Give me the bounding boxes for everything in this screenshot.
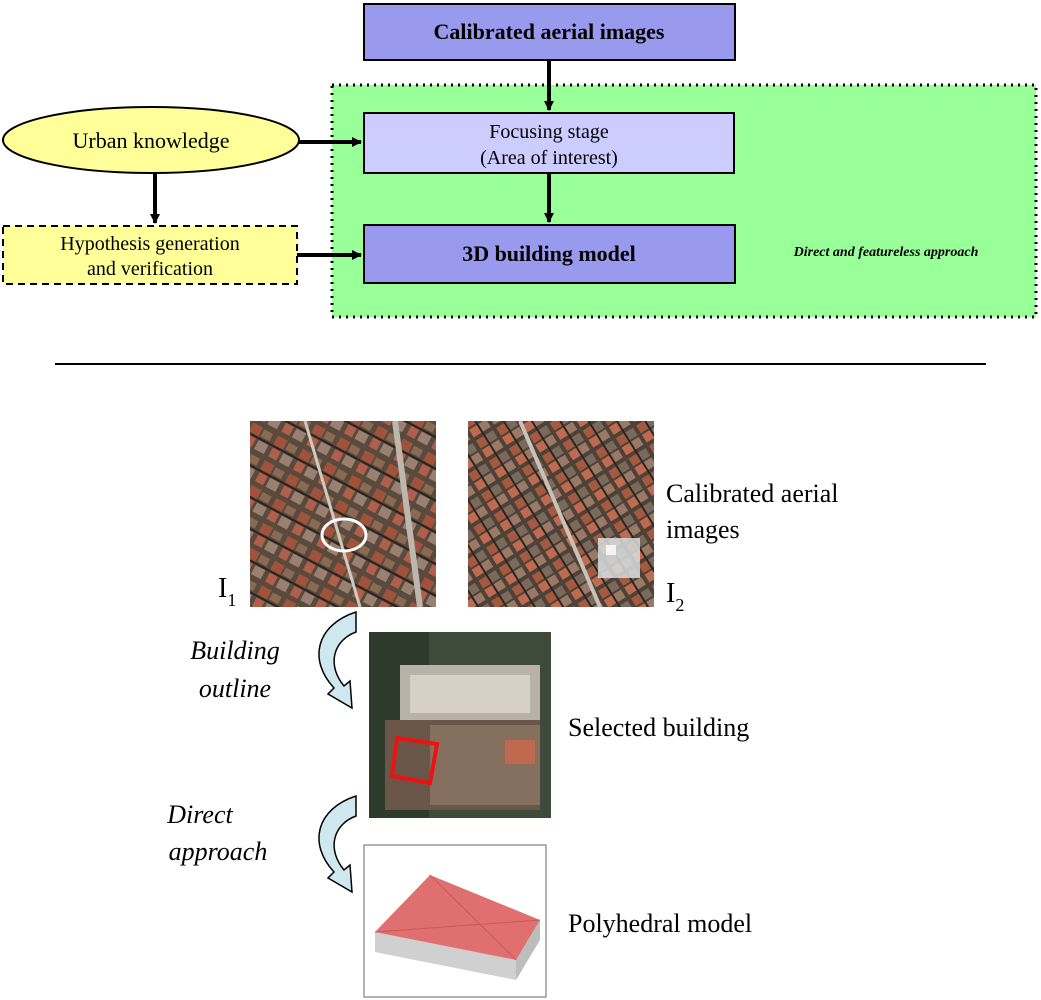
focusing-stage-line1: Focusing stage [489, 121, 609, 143]
step2-line2: approach [169, 837, 268, 866]
calibrated-aerial-line2: images [666, 515, 740, 544]
step2-line1: Direct [166, 800, 233, 829]
image-label-1: I1 [218, 573, 236, 610]
aerial-image-2 [468, 420, 654, 608]
hypothesis-box [2, 225, 298, 285]
hypothesis-line1: Hypothesis generation [60, 233, 239, 255]
polyhedral-model-label: Polyhedral model [568, 909, 752, 938]
focusing-stage-box [363, 112, 735, 174]
urban-knowledge-label: Urban knowledge [72, 128, 229, 153]
curved-arrow-2 [318, 794, 357, 894]
step1-line1: Building [190, 636, 280, 665]
polyhedral-model-image [363, 844, 547, 998]
calibrated-images-box [363, 3, 736, 61]
hypothesis-line2: and verification [87, 258, 213, 280]
approach-label: Direct and featureless approach [793, 245, 979, 260]
aerial-image-1 [250, 420, 436, 608]
image-label-2: I2 [666, 578, 684, 615]
selected-building-label: Selected building [568, 713, 749, 742]
curved-arrow-1 [318, 610, 357, 710]
step1-line2: outline [199, 674, 271, 703]
selected-building-image [369, 632, 551, 818]
focusing-stage-line2: (Area of interest) [480, 147, 618, 169]
building-outline [389, 735, 440, 786]
calibrated-aerial-line1: Calibrated aerial [666, 479, 839, 508]
calibrated-images-label: Calibrated aerial images [434, 19, 665, 44]
focus-ellipse [320, 517, 368, 553]
building-model-box [363, 224, 736, 284]
building-model-label: 3D building model [462, 241, 636, 266]
